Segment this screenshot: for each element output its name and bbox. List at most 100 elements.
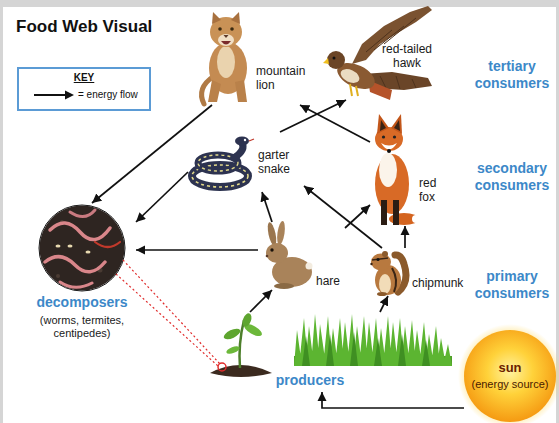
examples-note: (worms, termites, centipedes) <box>30 314 134 340</box>
trophic-level-label: secondary consumers <box>469 160 555 194</box>
energy-flow-arrow <box>250 290 272 312</box>
chipmunk-picture <box>379 274 391 294</box>
decomposers-picture <box>39 205 125 291</box>
chipmunk-picture <box>370 263 372 265</box>
sun-node: sun (energy source) <box>464 330 556 422</box>
decomposer-leader-lines <box>218 363 226 371</box>
hare-picture <box>270 248 273 251</box>
trophic-level-label: producers <box>276 372 344 389</box>
page-frame <box>3 7 556 423</box>
mountain-lion-node: mountain lion <box>198 8 314 105</box>
red-tailed-hawk-picture <box>323 58 329 64</box>
red-tailed-hawk-picture <box>350 84 358 96</box>
decomposers-picture <box>86 251 91 254</box>
trophic-level-label: tertiary consumers <box>469 58 555 92</box>
garter-snake-picture <box>249 139 254 141</box>
organism-label: red fox <box>419 176 445 204</box>
red-fox-picture <box>412 215 420 223</box>
grass-picture <box>302 332 430 366</box>
red-tailed-hawk-picture <box>327 51 345 69</box>
red-tailed-hawk-picture <box>338 66 361 85</box>
energy-flow-arrow <box>92 105 212 203</box>
chipmunk-picture <box>392 268 396 292</box>
decomposer-leader-lines <box>116 260 226 371</box>
garter-snake-picture <box>235 137 249 146</box>
red-fox-picture <box>393 135 396 138</box>
organism-label: red-tailed hawk <box>378 42 436 70</box>
sun-label: sun <box>498 360 521 376</box>
energy-flow-arrow <box>380 296 388 312</box>
decomposers-node: decomposers (worms, termites, centipedes) <box>28 203 136 348</box>
sapling-picture <box>241 312 253 328</box>
key-box <box>18 68 150 110</box>
sapling-picture <box>210 312 272 377</box>
sun-note: (energy source) <box>471 378 548 391</box>
red-fox-picture <box>391 114 402 134</box>
chipmunk-picture <box>382 251 388 257</box>
diagram-title: Food Web Visual <box>16 17 152 37</box>
hare-picture <box>266 222 278 247</box>
legend-text: = energy flow <box>78 89 138 101</box>
decomposers-picture <box>68 245 73 248</box>
organism-label: garter snake <box>258 148 302 176</box>
sun-picture <box>464 330 556 422</box>
red-fox-picture <box>381 200 387 225</box>
energy-flow-arrow <box>300 105 370 142</box>
red-fox-picture <box>380 120 386 131</box>
grass-picture <box>294 314 452 366</box>
mountain-lion-picture <box>217 46 235 78</box>
organism-label: mountain lion <box>256 64 312 92</box>
decomposers-picture <box>39 205 125 291</box>
energy-flow-arrow <box>136 172 188 222</box>
red-fox-picture <box>381 143 397 150</box>
red-fox-node: red fox <box>370 112 447 226</box>
chipmunk-picture <box>370 251 406 296</box>
trophic-level-label: decomposers <box>36 294 127 311</box>
legend-arrow-sample <box>34 89 74 101</box>
mountain-lion-picture <box>202 12 247 104</box>
mountain-lion-picture <box>235 80 247 102</box>
decomposers-picture <box>39 205 125 291</box>
red-fox-picture <box>375 154 409 214</box>
red-tailed-hawk-picture <box>380 76 416 89</box>
red-fox-picture <box>394 120 400 131</box>
mountain-lion-picture <box>224 35 229 38</box>
mountain-lion-picture <box>208 80 221 102</box>
decomposers-picture <box>50 223 110 240</box>
decomposers-picture <box>45 257 105 272</box>
energy-flow-arrow <box>262 192 272 222</box>
decomposers-picture <box>39 205 125 291</box>
organism-label: chipmunk <box>412 276 463 290</box>
garter-snake-picture <box>192 137 254 188</box>
energy-flow-arrow <box>136 249 258 251</box>
decomposer-leader-lines <box>116 260 220 366</box>
mountain-lion-picture <box>230 27 234 31</box>
organism-label: hare <box>316 274 340 288</box>
mountain-lion-picture <box>218 27 222 31</box>
grass-picture <box>294 314 452 366</box>
mountain-lion-picture <box>212 12 221 24</box>
energy-flow-arrow <box>280 100 346 132</box>
energy-flow-arrow <box>404 226 406 248</box>
sun-picture <box>458 324 559 423</box>
legend-arrow-sample <box>65 91 74 100</box>
hare-picture <box>266 243 288 263</box>
garter-snake-node: garter snake <box>188 132 304 192</box>
mountain-lion-picture <box>218 34 234 46</box>
hare-picture <box>274 283 294 289</box>
mountain-lion-picture <box>231 12 240 24</box>
decomposers-picture <box>60 282 92 287</box>
chipmunk-picture <box>376 258 379 261</box>
producers-node: producers <box>206 312 454 392</box>
trophic-level-label: primary consumers <box>469 268 555 302</box>
decomposers-picture <box>56 245 61 248</box>
red-fox-picture <box>375 114 420 225</box>
red-fox-picture <box>387 149 391 153</box>
hare-node: hare <box>258 222 345 290</box>
hare-picture <box>266 255 269 258</box>
red-fox-picture <box>377 114 389 134</box>
chipmunk-node: chipmunk <box>366 248 465 296</box>
